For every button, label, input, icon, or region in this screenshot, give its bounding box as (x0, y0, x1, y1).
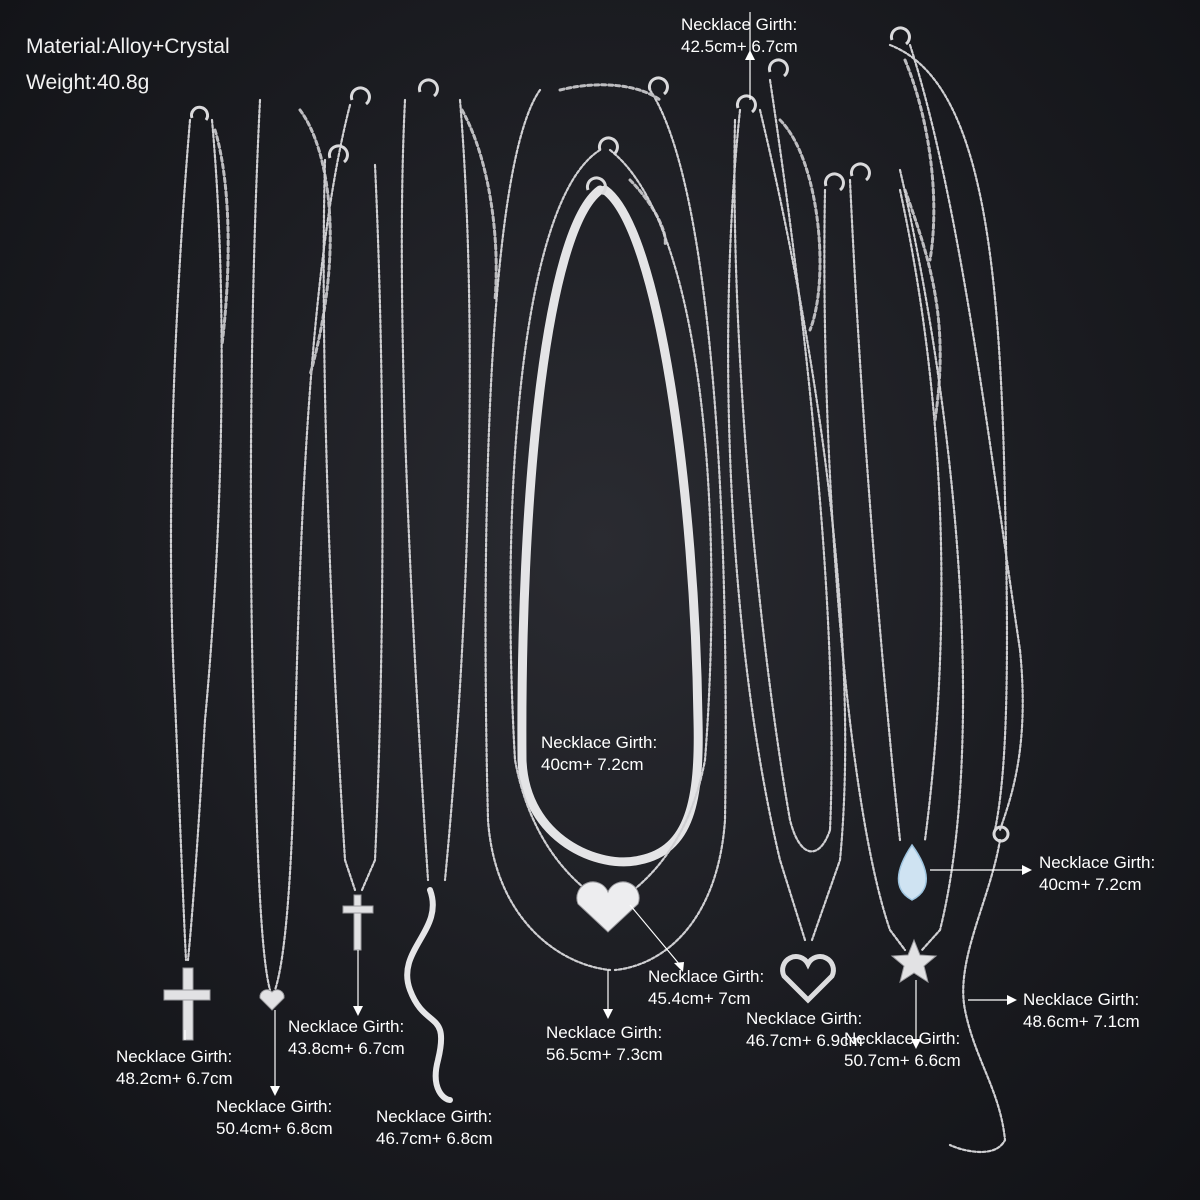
snake-pendant (404, 887, 453, 1103)
necklace-teardrop (848, 162, 943, 901)
teardrop-crystal-pendant (897, 843, 927, 901)
label-teardrop-crystal: Necklace Girth: 40cm+ 7.2cm (1039, 852, 1155, 896)
small-heart-pendant (259, 989, 285, 1011)
label-small-heart: Necklace Girth: 50.4cm+ 6.8cm (216, 1096, 333, 1140)
open-heart-pendant (780, 954, 836, 1004)
label-title: Necklace Girth: (648, 967, 765, 986)
necklace-box-chain (733, 58, 833, 853)
small-cross-pendant (342, 894, 374, 951)
label-size: 48.2cm+ 6.7cm (116, 1069, 233, 1088)
star-pendant (890, 938, 938, 984)
label-title: Necklace Girth: (746, 1009, 863, 1028)
necklace-snake (400, 78, 498, 1103)
label-box-chain: Necklace Girth: 42.5cm+ 6.7cm (681, 14, 798, 58)
label-size: 46.7cm+ 6.9cm (746, 1031, 863, 1050)
label-size: 50.7cm+ 6.6cm (844, 1051, 961, 1070)
weight-text: Weight:40.8g (26, 71, 150, 94)
label-title: Necklace Girth: (116, 1047, 233, 1066)
necklace-puffy-heart (509, 136, 713, 933)
necklace-open-heart (727, 94, 847, 1004)
label-title: Necklace Girth: (844, 1029, 961, 1048)
label-herringbone-chain: Necklace Girth: 40cm+ 7.2cm (541, 732, 657, 776)
label-title: Necklace Girth: (546, 1023, 663, 1042)
material-text: Material:Alloy+Crystal (26, 35, 230, 58)
label-long-link-chain: Necklace Girth: 56.5cm+ 7.3cm (546, 1022, 663, 1066)
necklace-long-link (484, 76, 727, 972)
label-puffy-heart: Necklace Girth: 45.4cm+ 7cm (648, 966, 764, 1010)
label-title: Necklace Girth: (288, 1017, 405, 1036)
cross-pendant (163, 967, 211, 1041)
necklace-small-heart (249, 86, 371, 1011)
label-star-pendant: Necklace Girth: 50.7cm+ 6.6cm (844, 1028, 961, 1072)
label-title: Necklace Girth: (541, 733, 658, 752)
label-size: 50.4cm+ 6.8cm (216, 1119, 333, 1138)
label-size: 40cm+ 7.2cm (541, 755, 644, 774)
label-title: Necklace Girth: (1039, 853, 1156, 872)
label-cross-pendant: Necklace Girth: 48.2cm+ 6.7cm (116, 1046, 233, 1090)
necklace-lariat (888, 26, 1024, 1154)
necklace-star (823, 168, 965, 984)
label-title: Necklace Girth: (681, 15, 798, 34)
label-title: Necklace Girth: (1023, 990, 1140, 1009)
label-title: Necklace Girth: (216, 1097, 333, 1116)
label-size: 40cm+ 7.2cm (1039, 875, 1142, 894)
necklace-small-cross (322, 144, 384, 951)
label-title: Necklace Girth: (376, 1107, 493, 1126)
label-size: 43.8cm+ 6.7cm (288, 1039, 405, 1058)
label-lariat-chain: Necklace Girth: 48.6cm+ 7.1cm (1023, 989, 1140, 1033)
necklace-cross-pendant (163, 105, 230, 1041)
label-open-heart: Necklace Girth: 46.7cm+ 6.9cm (746, 1008, 863, 1052)
label-size: 46.7cm+ 6.8cm (376, 1129, 493, 1148)
label-size: 56.5cm+ 7.3cm (546, 1045, 663, 1064)
label-size: 45.4cm+ 7cm (648, 989, 751, 1008)
leader-lines (184, 12, 1032, 1096)
label-size: 42.5cm+ 6.7cm (681, 37, 798, 56)
label-snake-pendant: Necklace Girth: 46.7cm+ 6.8cm (376, 1106, 493, 1150)
label-size: 48.6cm+ 7.1cm (1023, 1012, 1140, 1031)
puffy-heart-pendant (576, 881, 640, 933)
label-small-cross: Necklace Girth: 43.8cm+ 6.7cm (288, 1016, 405, 1060)
